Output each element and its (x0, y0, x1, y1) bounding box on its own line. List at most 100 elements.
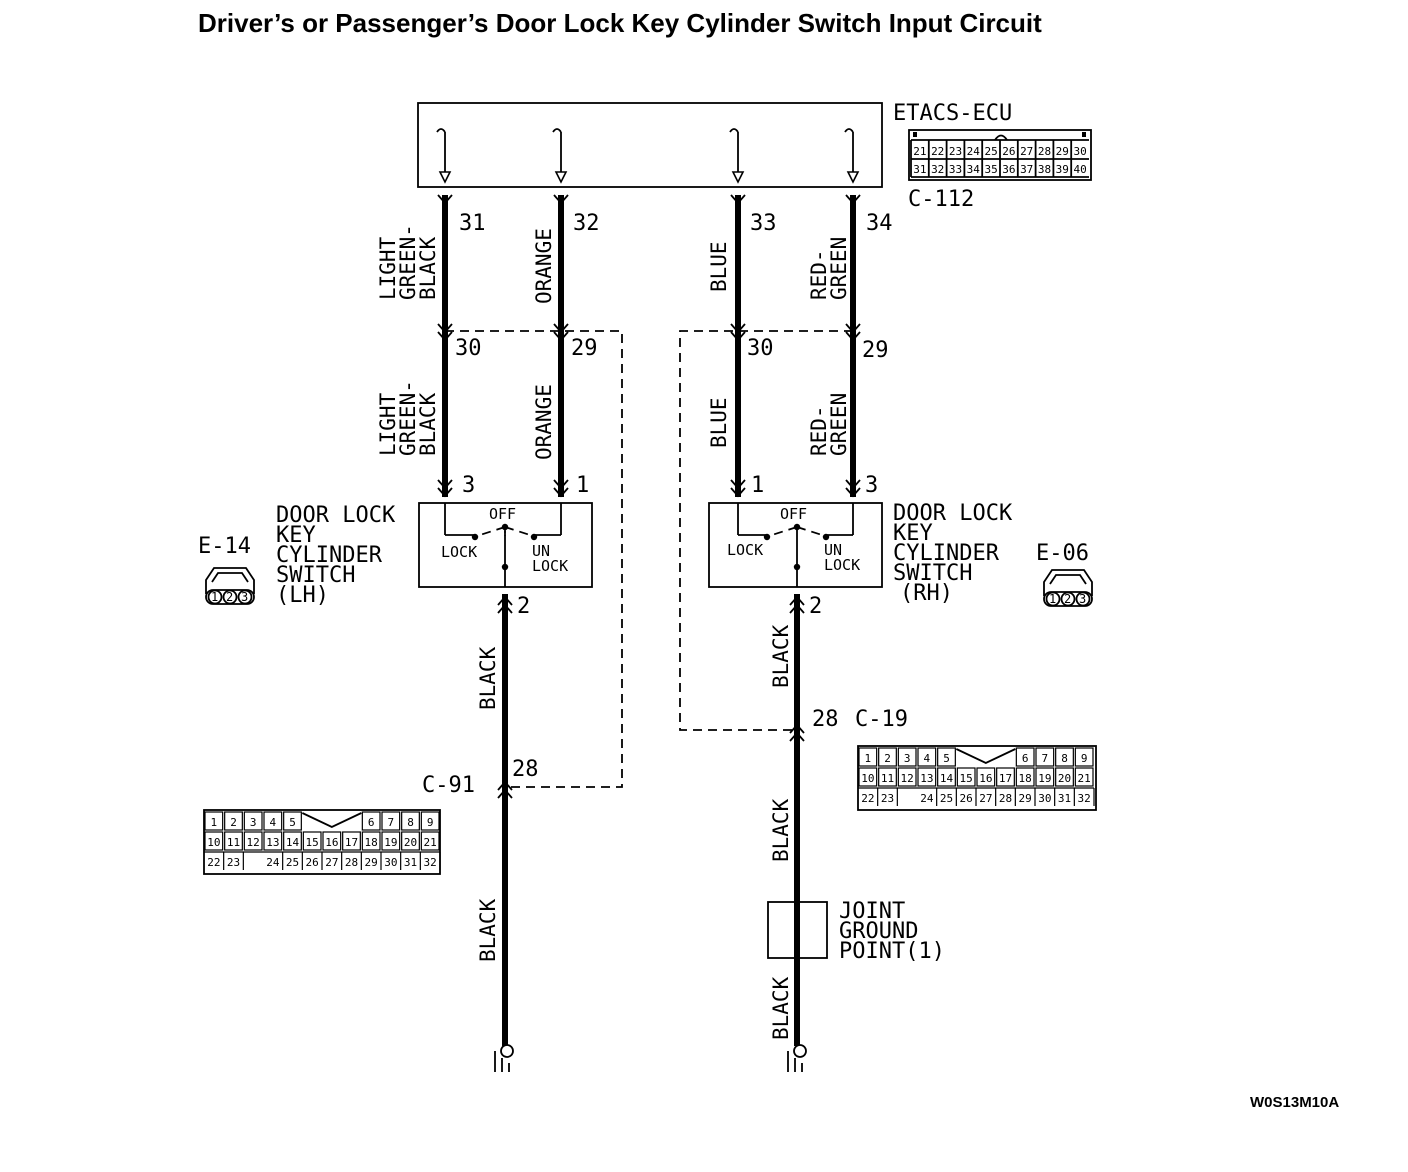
conn32-cell-17: 17 (345, 836, 358, 849)
conn32-cell-25: 25 (286, 856, 299, 869)
conn32-cell-28: 28 (345, 856, 358, 869)
wire-label-left-black-upper: BLACK (476, 646, 500, 710)
conn32-cell-32: 32 (1078, 792, 1091, 805)
svg-text:ORANGE: ORANGE (532, 384, 556, 460)
lh-key-cylinder-switch: OFF LOCK UN LOCK (418, 502, 593, 588)
lh-connector-label: E-14 (198, 534, 251, 559)
conn32-cell-4: 4 (924, 752, 931, 765)
conn32-cell-18: 18 (1019, 772, 1032, 785)
svg-text:BLACK: BLACK (769, 624, 793, 688)
c112-cell-37: 37 (1020, 163, 1033, 176)
conn32-cell-6: 6 (368, 816, 375, 829)
conn32-cell-24: 24 (266, 856, 280, 869)
svg-text:DOOR LOCK: DOOR LOCK (276, 503, 396, 528)
inter-pin-30-right: 30 (747, 336, 774, 361)
rh-connector-label: E-06 (1036, 541, 1089, 566)
ecu-connector-label: C-112 (908, 187, 974, 212)
wire-label-right-black-middle: BLACK (769, 798, 793, 862)
c112-cell-38: 38 (1038, 163, 1051, 176)
conn32-cell-13: 13 (266, 836, 279, 849)
svg-text:JOINT: JOINT (839, 899, 905, 924)
conn32-cell-14: 14 (286, 836, 300, 849)
conn32-cell-31: 31 (404, 856, 417, 869)
joint-ground-point-box (767, 901, 828, 959)
c112-cell-31: 31 (913, 163, 926, 176)
rh-switch-pin-bottom: 2 (809, 594, 822, 619)
conn32-cell-29: 29 (1019, 792, 1032, 805)
connector-c91-outline (445, 330, 623, 788)
ecu-pin-chevrons (437, 194, 861, 204)
svg-text:LOCK: LOCK (532, 557, 568, 575)
ground-symbol-left (494, 1044, 514, 1072)
conn32-cell-27: 27 (979, 792, 992, 805)
conn32-cell-23: 23 (881, 792, 894, 805)
conn32-cell-31: 31 (1058, 792, 1071, 805)
conn32-cell-2: 2 (230, 816, 237, 829)
c112-cell-32: 32 (931, 163, 944, 176)
conn32-cell-9: 9 (1081, 752, 1088, 765)
lh-3pin-connector-icon: 1 2 3 (205, 567, 255, 605)
conn32-cell-17: 17 (999, 772, 1012, 785)
etacs-ecu-box (417, 102, 883, 188)
svg-text:DOOR LOCK: DOOR LOCK (893, 501, 1013, 526)
wire-label-right-black-lower: BLACK (769, 976, 793, 1040)
connector-c19-outline (679, 330, 853, 731)
c19-pin-28: 28 (812, 707, 839, 732)
svg-text:(LH): (LH) (276, 583, 329, 608)
ground-wires (497, 594, 805, 1046)
conn32-cell-11: 11 (227, 836, 240, 849)
rh-switch-name: DOOR LOCK KEY CYLINDER SWITCH (RH) (893, 501, 1013, 606)
wire-label-lower-1: LIGHT GREEN- BLACK (376, 380, 440, 456)
svg-text:BLACK: BLACK (476, 646, 500, 710)
drawing-code: W0S13M10A (1250, 1094, 1339, 1111)
conn32-cell-24: 24 (920, 792, 934, 805)
lh-switch-pin-left: 3 (462, 473, 475, 498)
svg-text:CYLINDER: CYLINDER (893, 541, 1000, 566)
svg-text:BLACK: BLACK (416, 236, 440, 300)
svg-text:BLACK: BLACK (769, 798, 793, 862)
wire-label-upper-4: RED- GREEN (807, 237, 851, 300)
svg-text:KEY: KEY (893, 521, 933, 546)
svg-text:CYLINDER: CYLINDER (276, 543, 383, 568)
wire-label-lower-4: RED- GREEN (807, 393, 851, 456)
conn32-cell-10: 10 (207, 836, 220, 849)
conn32-cell-16: 16 (325, 836, 338, 849)
svg-text:UN: UN (824, 541, 842, 559)
svg-text:LOCK: LOCK (441, 543, 477, 561)
conn32-cell-15: 15 (960, 772, 973, 785)
c112-cell-28: 28 (1038, 145, 1051, 158)
wire-label-upper-1: LIGHT GREEN- BLACK (376, 224, 440, 300)
conn32-cell-18: 18 (365, 836, 378, 849)
ecu-name: ETACS-ECU (893, 101, 1012, 126)
svg-text:BLACK: BLACK (476, 898, 500, 962)
ecu-pin-33: 33 (750, 211, 777, 236)
conn32-cell-23: 23 (227, 856, 240, 869)
conn32-cell-9: 9 (427, 816, 434, 829)
lh-switch-name: DOOR LOCK KEY CYLINDER SWITCH (LH) (276, 503, 396, 608)
svg-text:SWITCH: SWITCH (893, 561, 972, 586)
svg-text:(RH): (RH) (900, 581, 953, 606)
c112-cell-35: 35 (984, 163, 997, 176)
wire-label-upper-2: ORANGE (532, 228, 556, 304)
svg-text:RED-: RED- (807, 405, 831, 456)
conn32-cell-10: 10 (861, 772, 874, 785)
conn32-cell-1: 1 (865, 752, 872, 765)
c112-cell-26: 26 (1002, 145, 1015, 158)
conn32-cell-3: 3 (250, 816, 257, 829)
wire-label-lower-2: ORANGE (532, 384, 556, 460)
conn32-cell-19: 19 (1038, 772, 1051, 785)
svg-text:GREEN-: GREEN- (396, 380, 420, 456)
conn32-cell-12: 12 (247, 836, 260, 849)
svg-text:BLUE: BLUE (707, 397, 731, 448)
conn32-cell-4: 4 (270, 816, 277, 829)
conn32-cell-25: 25 (940, 792, 953, 805)
svg-text:ORANGE: ORANGE (532, 228, 556, 304)
c112-cell-22: 22 (931, 145, 944, 158)
conn32-cell-20: 20 (1058, 772, 1071, 785)
svg-text:LOCK: LOCK (727, 541, 763, 559)
svg-text:GREEN-: GREEN- (396, 224, 420, 300)
conn32-cell-14: 14 (940, 772, 954, 785)
wire-label-lower-3: BLUE (707, 397, 731, 448)
